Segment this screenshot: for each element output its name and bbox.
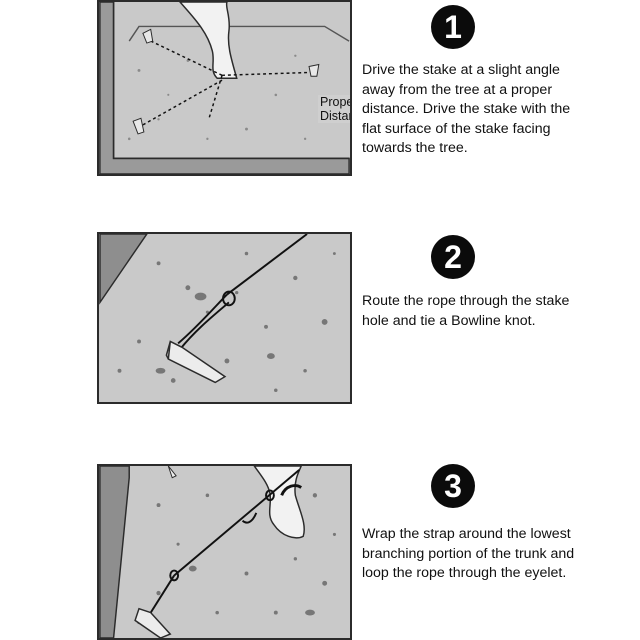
- step-2-drawing: [99, 234, 350, 402]
- eyelet: [265, 489, 275, 502]
- strap: [280, 484, 303, 496]
- step-2-illustration: [97, 232, 352, 404]
- bed-border-left: [99, 466, 130, 638]
- step-3-drawing: [99, 466, 350, 638]
- tree-trunk: [253, 466, 305, 539]
- stake: [134, 607, 172, 638]
- ground-speckles-2: [117, 251, 336, 393]
- bowline-knot: [222, 290, 236, 307]
- proper-distance-label: Proper Distance: [318, 95, 350, 123]
- bowline-knot: [169, 569, 180, 582]
- step-2-number-badge: 2: [431, 235, 475, 279]
- step-1-illustration: Proper Distance: [97, 0, 352, 176]
- step-3-illustration: [97, 464, 352, 640]
- stake: [167, 340, 227, 384]
- rope: [149, 469, 300, 614]
- step-1-instruction: Drive the stake at a slight angle away f…: [362, 62, 571, 157]
- bed-border-corner: [99, 234, 148, 305]
- step-2-instruction: Route the rope through the stake hole an…: [362, 293, 570, 329]
- rope: [177, 234, 308, 350]
- step-1-number-badge: 1: [431, 5, 475, 49]
- step-3-instruction: Wrap the strap around the lowest branchi…: [362, 526, 575, 582]
- proper-distance-lines: [138, 38, 313, 128]
- ground-speckles-3: [137, 493, 337, 625]
- stakes: [132, 28, 320, 135]
- step-1-drawing: [99, 2, 350, 174]
- tree-trunk: [179, 2, 238, 79]
- step-3-number-badge: 3: [431, 464, 475, 508]
